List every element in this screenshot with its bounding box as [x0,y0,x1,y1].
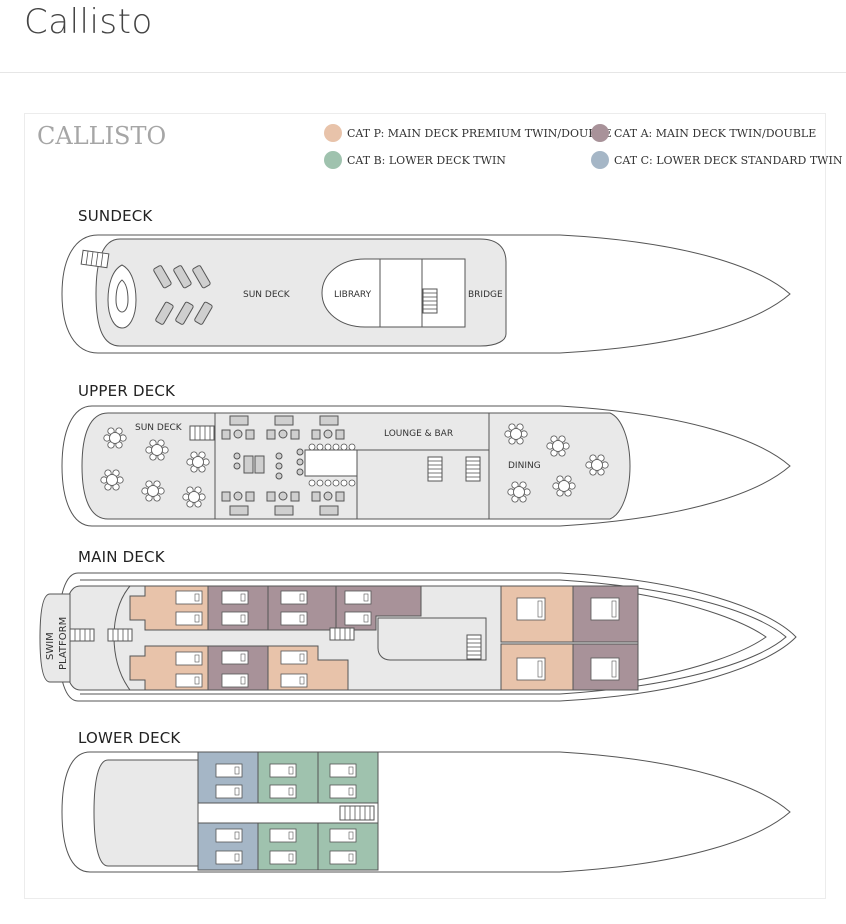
stair-icon [339,805,375,821]
legend-swatch-cat-p [324,124,342,142]
main-deck-title: MAIN DECK [78,548,165,566]
upper-area-sun-deck: SUN DECK [135,423,183,433]
lower-deck-plan [61,751,791,873]
round-table-icon [141,480,165,502]
legend-label-cat-a: CAT A: MAIN DECK TWIN/DOUBLE [614,127,816,140]
bed-icon [590,597,620,621]
bed-icon [329,850,357,865]
upper-deck-title: UPPER DECK [78,382,176,400]
legend-swatch-cat-c [591,151,609,169]
bed-icon [215,850,243,865]
legend: CAT P: MAIN DECK PREMIUM TWIN/DOUBLE CAT… [324,124,843,169]
upper-deck-plan [61,405,791,527]
legend-label-cat-p: CAT P: MAIN DECK PREMIUM TWIN/DOUBLE [347,127,612,140]
round-table-icon [507,481,531,503]
lower-deck-beds [215,763,357,865]
legend-swatch-cat-b [324,151,342,169]
main-deck-beds [175,590,620,688]
swim-platform [39,593,71,683]
legend-label-cat-b: CAT B: LOWER DECK TWIN [347,154,506,167]
upper-area-dining: DINING [508,461,541,471]
legend-label-cat-c: CAT C: LOWER DECK STANDARD TWIN [614,154,843,167]
sundeck-title: SUNDECK [78,207,153,225]
stair-icon [107,628,133,642]
ship-logo: CALLISTO [37,122,166,150]
bed-icon [516,597,546,621]
bed-icon [269,763,297,778]
bed-icon [280,590,308,605]
lounge-seating [221,415,345,516]
round-table-icon [504,423,528,445]
bed-icon [269,784,297,799]
stair-icon [80,249,110,269]
bed-icon [221,673,249,688]
round-table-icon [186,451,210,473]
round-table-icon [100,469,124,491]
main-deck-plan [39,572,797,702]
bed-icon [175,590,203,605]
bed-icon [221,590,249,605]
sundeck-plan [61,234,791,354]
round-table-icon [145,439,169,461]
bed-icon [215,763,243,778]
round-table-icon [546,435,570,457]
round-table-icon [585,454,609,476]
stair-icon [69,628,95,642]
round-table-icon [182,486,206,508]
stair-icon [329,627,355,641]
bed-icon [221,650,249,665]
upper-area-lounge: LOUNGE & BAR [384,429,453,439]
bed-icon [329,784,357,799]
bed-icon [280,611,308,626]
bar-counter [304,449,358,477]
bed-icon [280,650,308,665]
sundeck-area-bridge: BRIDGE [468,290,503,300]
bed-icon [280,673,308,688]
swim-platform-label-line1: SWIM [45,632,56,660]
bed-icon [269,850,297,865]
cabin-cat-p [500,585,574,643]
round-table-icon [103,427,127,449]
dining-tables [100,423,609,508]
service-area [377,617,487,661]
cabin-cat-a [207,585,269,631]
bed-icon [215,784,243,799]
lower-deck-title: LOWER DECK [78,729,181,747]
deck-plan-frame [24,113,826,899]
swim-platform-label-line2: PLATFORM [58,617,69,670]
sun-loungers [153,265,213,325]
bed-icon [269,828,297,843]
sundeck-area-sun-deck: SUN DECK [243,290,291,300]
bed-icon [344,611,372,626]
bed-icon [175,673,203,688]
bed-icon [215,828,243,843]
bed-icon [590,657,620,681]
bed-icon [175,651,203,666]
title-divider [0,72,846,73]
sundeck-area-library: LIBRARY [334,290,372,300]
page-title: Callisto [24,2,153,42]
bed-icon [516,657,546,681]
bed-icon [221,611,249,626]
bed-icon [344,590,372,605]
bed-icon [175,611,203,626]
bed-icon [329,828,357,843]
legend-swatch-cat-a [591,124,609,142]
bed-icon [329,763,357,778]
round-table-icon [552,475,576,497]
stair-icon [189,425,215,441]
corridor [197,802,379,824]
